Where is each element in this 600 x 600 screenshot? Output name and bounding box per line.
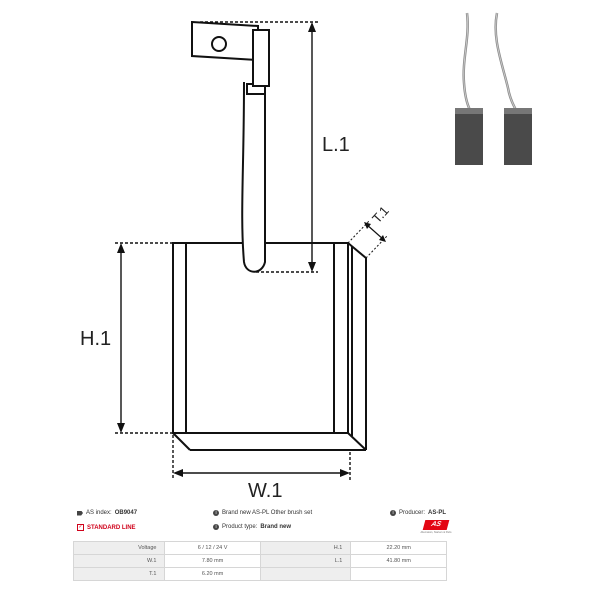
description-text: Brand new AS-PL Other brush set	[222, 510, 313, 516]
spec-value: 6 / 12 / 24 V	[164, 541, 261, 555]
checkbox-icon: ✓	[77, 524, 84, 531]
spec-table: Voltage 6 / 12 / 24 V H.1 22.20 mm W.1 7…	[72, 541, 447, 581]
producer-label: Producer:	[399, 510, 426, 516]
spec-value	[350, 567, 447, 581]
table-row: Voltage 6 / 12 / 24 V H.1 22.20 mm	[72, 541, 447, 555]
dimension-t1	[347, 219, 389, 259]
as-index-value: OB9047	[114, 510, 138, 516]
table-row: T.1 6.20 mm	[72, 567, 447, 581]
label-w1: W.1	[248, 480, 282, 502]
label-h1: H.1	[80, 328, 111, 350]
product-type-label: Product type:	[222, 524, 258, 530]
spec-value: 7.80 mm	[164, 554, 261, 568]
product-description: i Brand new AS-PL Other brush set	[213, 510, 312, 516]
dimension-w1	[172, 435, 351, 480]
dimension-l1	[200, 21, 318, 273]
spec-label: L.1	[259, 554, 352, 568]
spec-value: 41.80 mm	[350, 554, 447, 568]
spec-label	[259, 567, 352, 581]
product-type: i Product type: Brand new	[213, 524, 291, 530]
spec-label: Voltage	[72, 541, 166, 555]
product-type-value: Brand new	[260, 524, 292, 530]
table-row: W.1 7.80 mm L.1 41.80 mm	[72, 554, 447, 568]
spec-label: W.1	[72, 554, 166, 568]
info-icon: i	[213, 510, 219, 516]
info-icon: i	[213, 524, 219, 530]
dimension-h1	[115, 242, 172, 434]
label-l1: L.1	[322, 134, 350, 156]
spec-label: T.1	[72, 567, 166, 581]
as-index: AS index: OB9047	[77, 510, 137, 516]
as-index-label: AS index:	[86, 510, 112, 516]
label-t1: T.1	[369, 203, 392, 226]
wire-lead	[191, 20, 270, 273]
spec-label: H.1	[259, 541, 352, 555]
tag-icon	[77, 510, 83, 516]
brush-outline	[172, 242, 367, 451]
info-icon: i	[390, 510, 396, 516]
product-photo	[455, 12, 532, 165]
spec-value: 6.20 mm	[164, 567, 261, 581]
technical-drawing: L.1 T.1 H.1 W.1	[80, 20, 392, 502]
producer: i Producer: AS-PL	[390, 510, 446, 516]
logo-mark: AS	[422, 520, 450, 530]
standard-line-badge: ✓ STANDARD LINE	[77, 524, 136, 531]
as-logo: AS Alternators, Starters & Parts	[420, 520, 452, 536]
producer-value: AS-PL	[428, 510, 447, 516]
standard-line-label: STANDARD LINE	[87, 524, 136, 531]
logo-tagline: Alternators, Starters & Parts	[420, 531, 452, 534]
spec-value: 22.20 mm	[350, 541, 447, 555]
